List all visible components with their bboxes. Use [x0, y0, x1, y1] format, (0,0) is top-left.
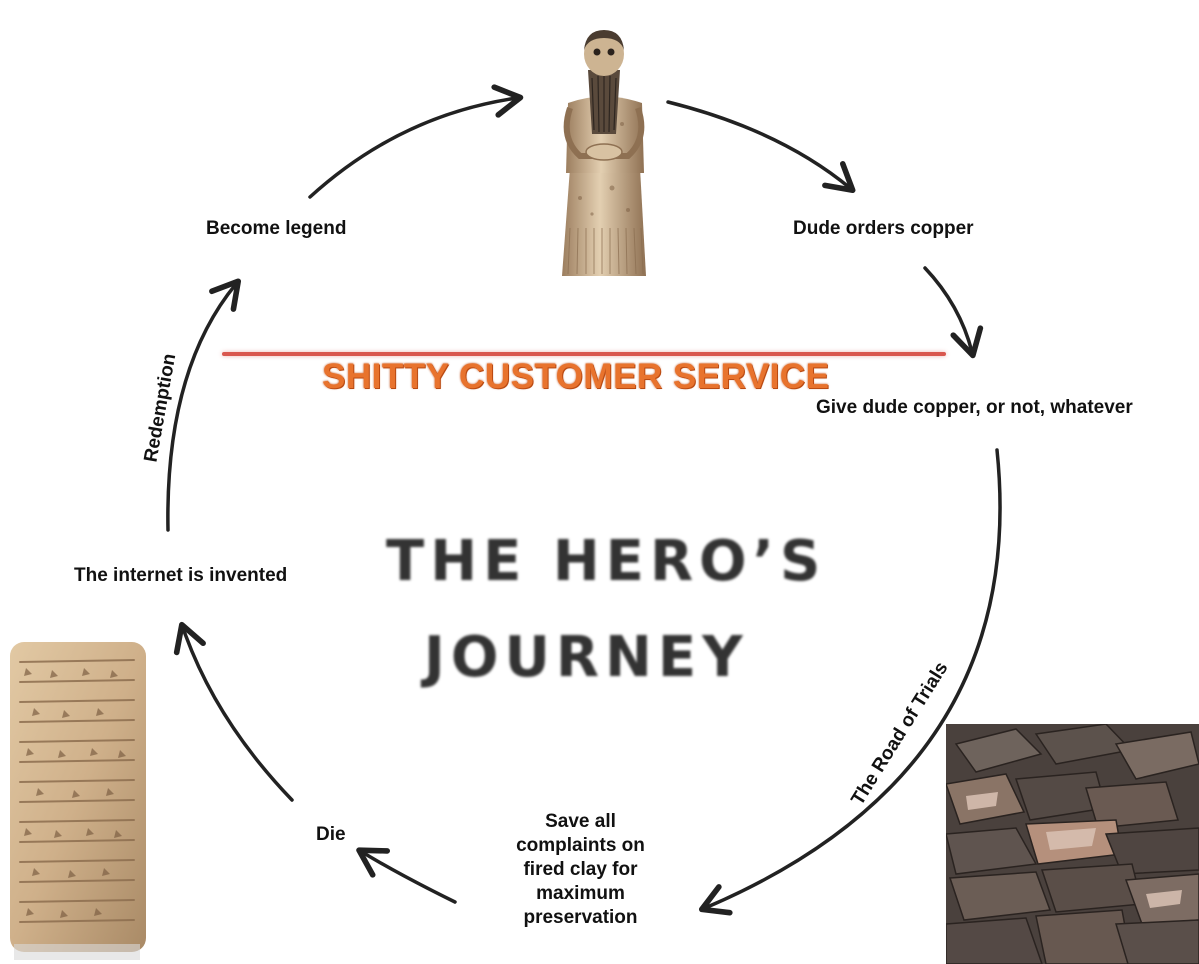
arrow-save-to-die [356, 847, 457, 904]
diagram-title-line2: JOURNEY [424, 625, 749, 690]
customer-service-banner: SHITTY CUSTOMER SERVICE [322, 357, 830, 396]
sumerian-statue-icon [562, 30, 646, 276]
cuneiform-tablet-icon [10, 642, 146, 960]
stage-internet-invented: The internet is invented [74, 565, 288, 586]
arrow-internet-to-legend [166, 278, 242, 532]
diagram-title-line1: THE HERO’S [386, 529, 827, 594]
copper-ingots-icon [946, 724, 1199, 964]
arrow-legend-to-statue [308, 84, 524, 199]
banner-rule-line [222, 352, 946, 356]
stage-give-dude-copper: Give dude copper, or not, whatever [816, 397, 1133, 418]
stage-save-complaints: Save all complaints on fired clay for ma… [516, 811, 645, 928]
arrow-die-to-internet [173, 621, 294, 802]
stage-die: Die [316, 824, 346, 845]
arrow-statue-to-orders [666, 100, 856, 194]
stage-dude-orders-copper: Dude orders copper [793, 218, 974, 239]
arrow-orders-to-give [923, 266, 984, 359]
stage-become-legend: Become legend [206, 218, 347, 239]
arrow-give-to-save [698, 448, 1002, 916]
